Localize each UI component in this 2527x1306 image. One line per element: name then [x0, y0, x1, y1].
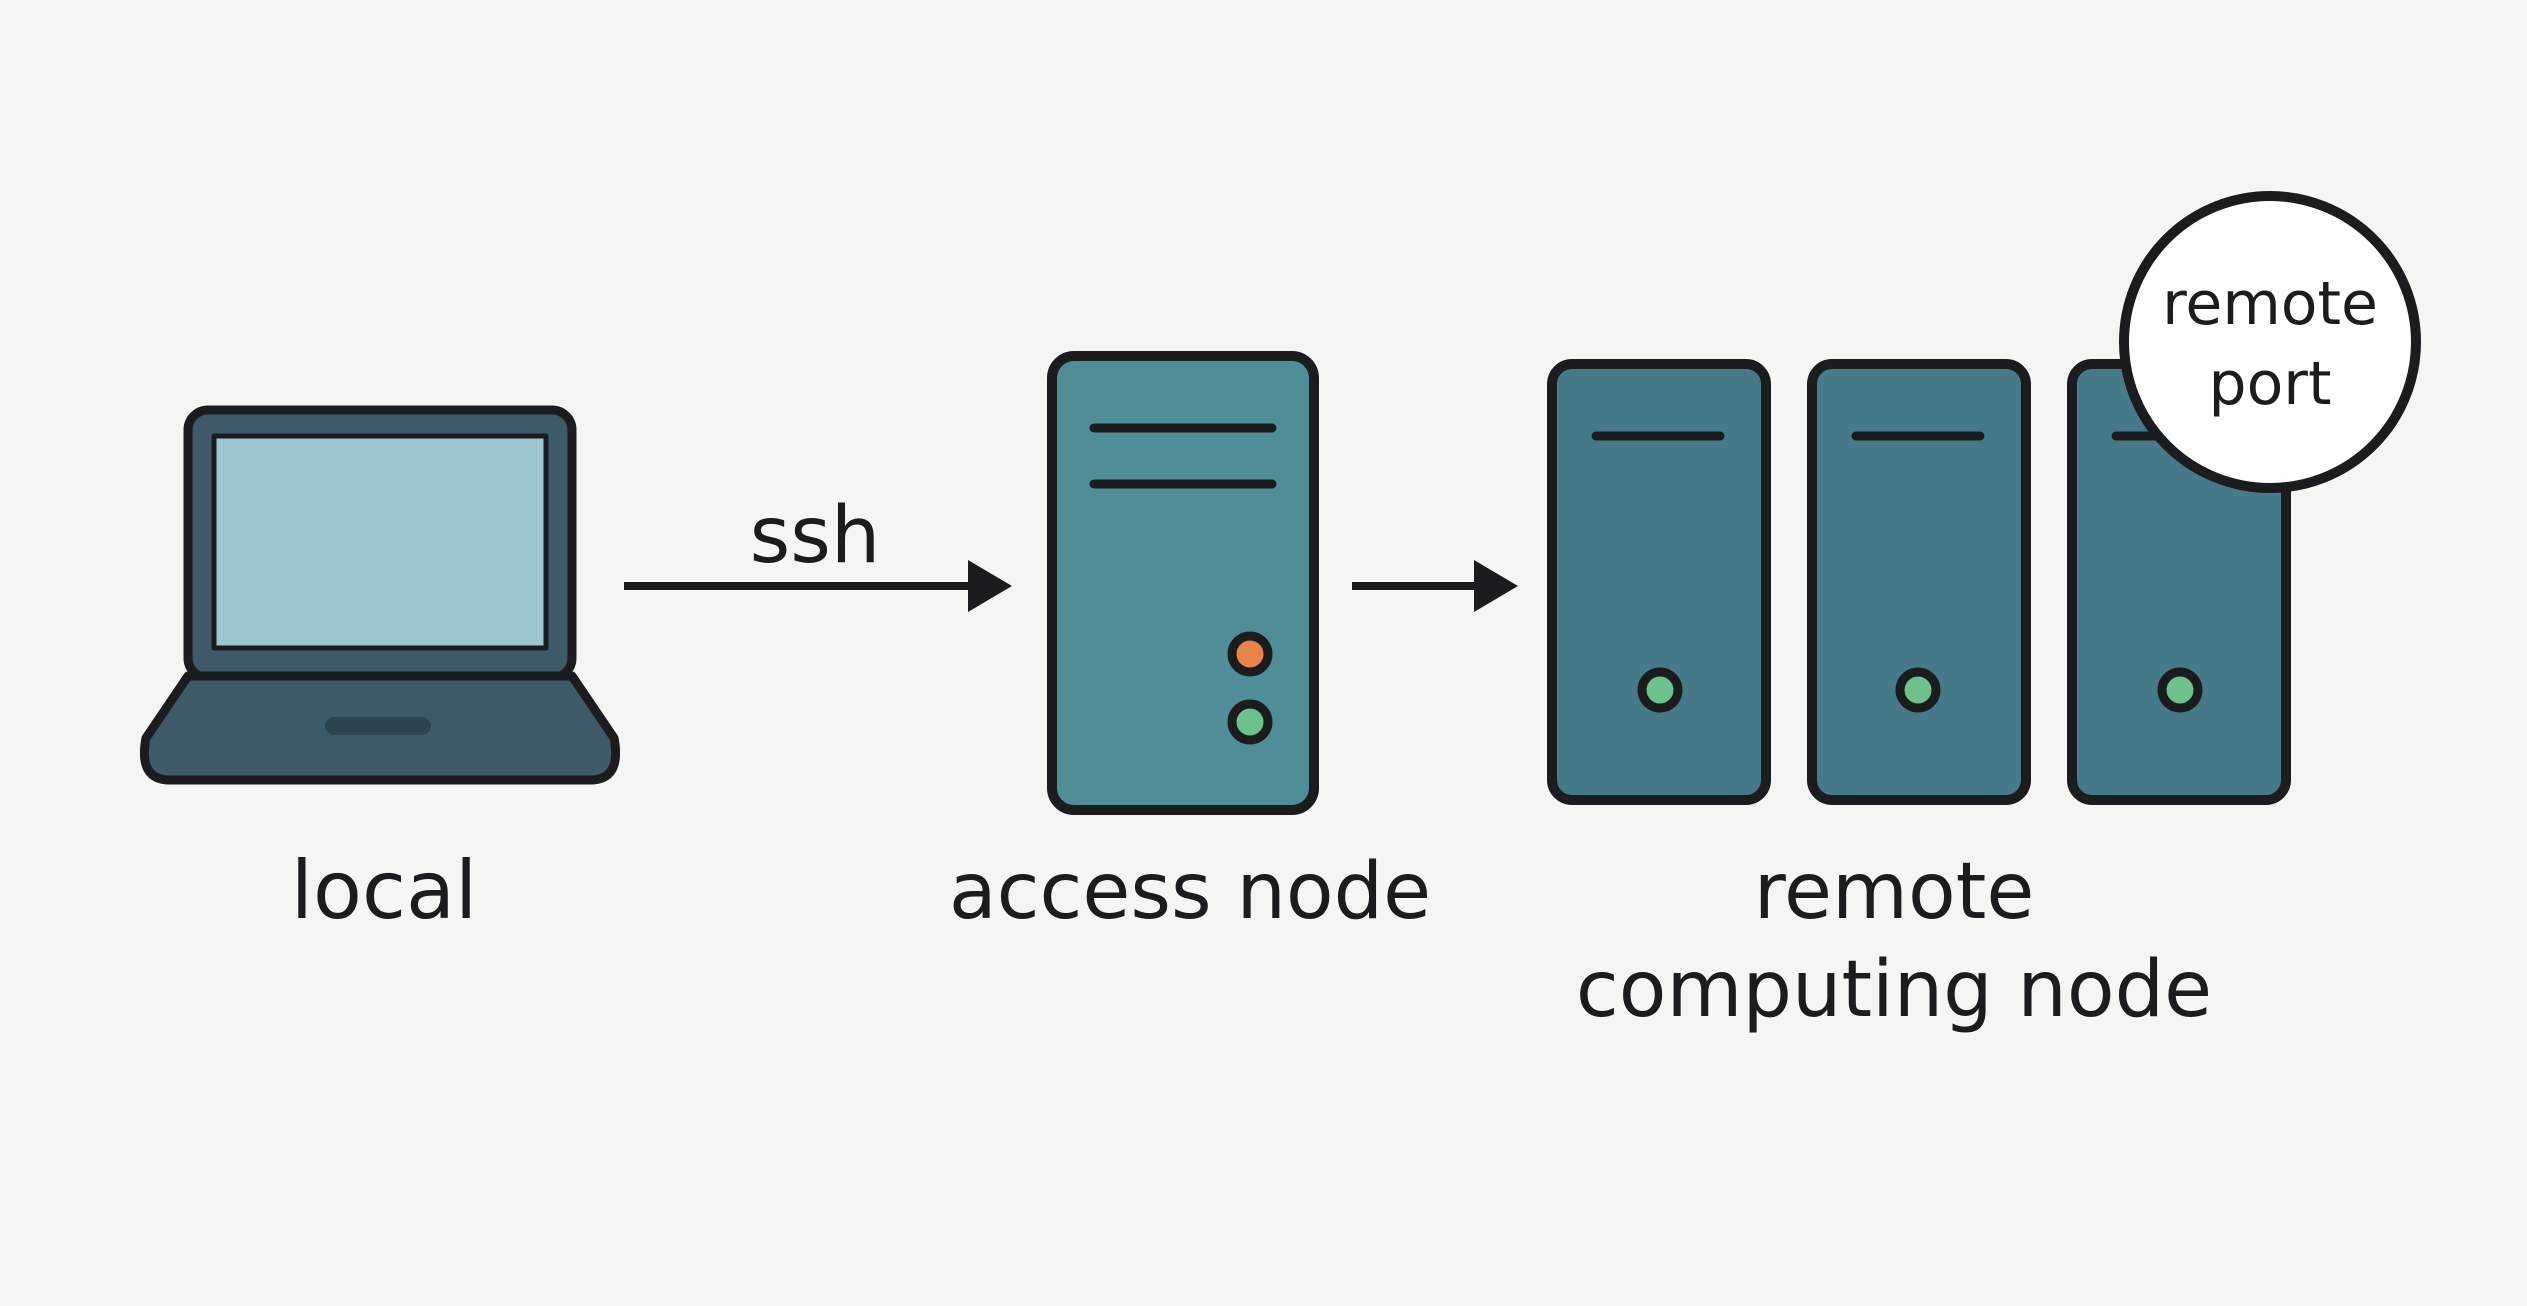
remote-port-badge: remote port: [2119, 191, 2421, 493]
server-rack-icon: [1547, 359, 2291, 805]
access-node-label: access node: [949, 847, 1431, 937]
remote-port-label-line1: remote: [2162, 269, 2378, 339]
server-icon: [1047, 351, 1319, 815]
compute-node-2: [1807, 359, 2031, 805]
arrow-right-icon: [1474, 560, 1518, 612]
status-led-green: [1227, 699, 1273, 745]
laptop-icon: [139, 405, 621, 785]
compute-node-1: [1547, 359, 1771, 805]
remote-node-label-line1: remote: [1754, 847, 2035, 937]
remote-port-label-line2: port: [2209, 349, 2332, 419]
ssh-arrow: [624, 560, 1012, 612]
status-led-orange: [1227, 631, 1273, 677]
arrow-right-icon: [968, 560, 1012, 612]
ssh-label: ssh: [750, 491, 881, 581]
local-label: local: [291, 844, 477, 937]
forward-arrow: [1352, 560, 1518, 612]
remote-node-label-line2: computing node: [1576, 945, 2212, 1035]
